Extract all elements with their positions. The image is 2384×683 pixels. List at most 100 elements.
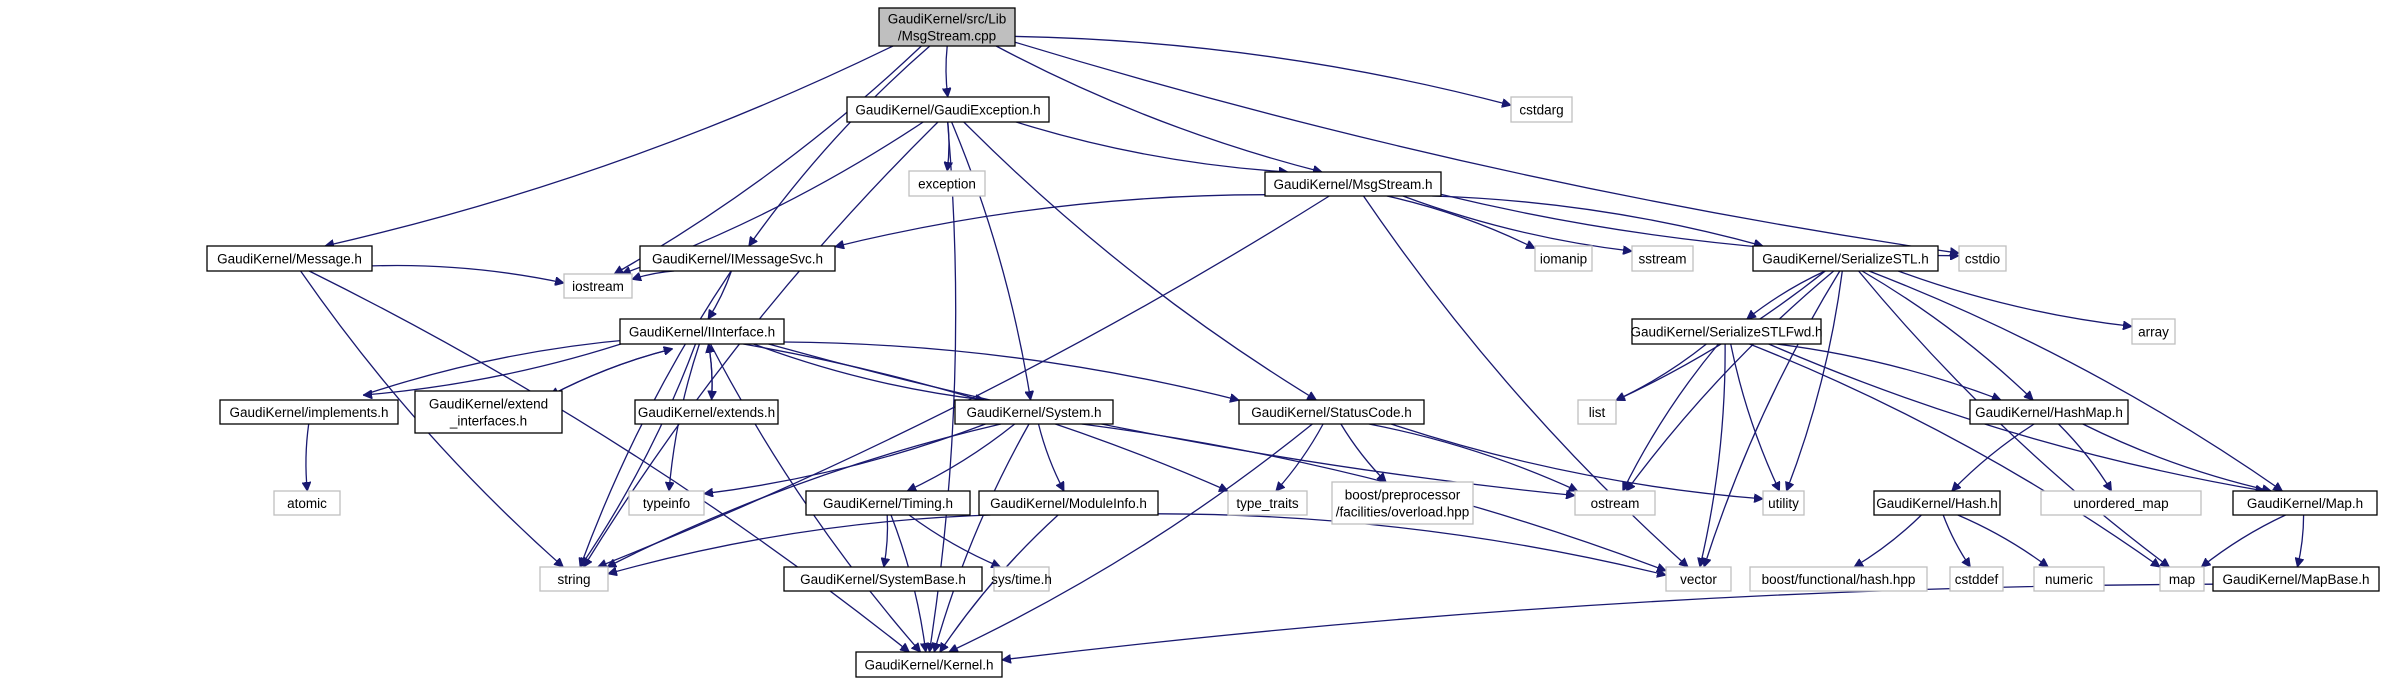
node-hashmap[interactable]: GaudiKernel/HashMap.h	[1969, 399, 2129, 425]
node-list: list	[1577, 399, 1617, 425]
node-type_traits: type_traits	[1227, 490, 1308, 516]
node-serializestl[interactable]: GaudiKernel/SerializeSTL.h	[1752, 245, 1939, 272]
node-label: GaudiKernel/SerializeSTL.h	[1762, 252, 1929, 267]
edge-system-to-kernel	[934, 423, 1030, 652]
node-box[interactable]	[634, 399, 779, 425]
node-box[interactable]	[414, 390, 563, 434]
node-box[interactable]	[219, 399, 399, 425]
node-box[interactable]	[206, 245, 373, 272]
node-kernel[interactable]: GaudiKernel/Kernel.h	[855, 651, 1003, 678]
node-box[interactable]	[878, 7, 1016, 47]
node-label: unordered_map	[2073, 496, 2168, 511]
edge-msgstream_h-to-serializestl	[1432, 195, 1763, 246]
node-box	[2159, 566, 2205, 592]
node-message[interactable]: GaudiKernel/Message.h	[206, 245, 373, 272]
node-box	[2131, 318, 2176, 345]
node-timing[interactable]: GaudiKernel/Timing.h	[805, 490, 971, 516]
node-iostream: iostream	[563, 273, 633, 299]
node-box[interactable]	[954, 399, 1114, 425]
node-box	[628, 490, 705, 516]
node-label: list	[1589, 405, 1606, 420]
node-map_h[interactable]: GaudiKernel/Map.h	[2232, 490, 2378, 516]
node-label: sstream	[1638, 252, 1686, 267]
node-iinterface[interactable]: GaudiKernel/IInterface.h	[619, 318, 785, 345]
node-gaudiexception[interactable]: GaudiKernel/GaudiException.h	[846, 96, 1050, 123]
node-boost_hash: boost/functional/hash.hpp	[1749, 566, 1928, 592]
node-box[interactable]	[1264, 171, 1442, 197]
node-box[interactable]	[1752, 245, 1939, 272]
node-label: iostream	[572, 279, 624, 294]
node-label: typeinfo	[643, 496, 690, 511]
node-box[interactable]	[1873, 490, 2001, 516]
node-box[interactable]	[805, 490, 971, 516]
node-label: cstddef	[1955, 572, 1999, 587]
node-label: GaudiKernel/src/Lib	[888, 12, 1007, 27]
node-label: _interfaces.h	[449, 414, 527, 429]
node-msgstream_h[interactable]: GaudiKernel/MsgStream.h	[1264, 171, 1442, 197]
edge-serializestl-to-serializestlfwd	[1747, 270, 1826, 319]
node-label: map	[2169, 572, 2195, 587]
node-box[interactable]	[2212, 566, 2380, 592]
node-mapbase[interactable]: GaudiKernel/MapBase.h	[2212, 566, 2380, 592]
node-box[interactable]	[619, 318, 785, 345]
node-systembase[interactable]: GaudiKernel/SystemBase.h	[783, 566, 983, 592]
node-box	[563, 273, 633, 299]
node-label: vector	[1680, 572, 1717, 587]
node-label: numeric	[2045, 572, 2093, 587]
node-label: boost/functional/hash.hpp	[1762, 572, 1916, 587]
node-box	[1510, 96, 1573, 123]
node-typeinfo: typeinfo	[628, 490, 705, 516]
edge-iinterface-to-ostream	[768, 343, 1576, 496]
node-label: GaudiKernel/GaudiException.h	[855, 103, 1040, 118]
node-implements[interactable]: GaudiKernel/implements.h	[219, 399, 399, 425]
edge-serializestlfwd-to-map_h	[1768, 343, 2265, 491]
node-hash[interactable]: GaudiKernel/Hash.h	[1873, 490, 2001, 516]
node-extends[interactable]: GaudiKernel/extends.h	[634, 399, 779, 425]
edge-implements-to-iinterface	[362, 339, 636, 396]
node-box[interactable]	[1238, 399, 1425, 425]
edge-hashmap-to-hash	[1952, 423, 2035, 491]
node-ostream: ostream	[1574, 490, 1656, 516]
edge-extends-to-iinterface	[709, 344, 713, 400]
node-imessagesvc[interactable]: GaudiKernel/IMessageSvc.h	[639, 245, 836, 272]
node-serializestlfwd[interactable]: GaudiKernel/SerializeSTLFwd.h	[1630, 318, 1823, 345]
node-extend_interfaces[interactable]: GaudiKernel/extend_interfaces.h	[414, 390, 563, 434]
node-label: /MsgStream.cpp	[898, 29, 996, 44]
edge-gaudiexception-to-statuscode	[963, 121, 1317, 401]
edge-iinterface-to-extend_interfaces	[550, 348, 673, 397]
node-box[interactable]	[1631, 318, 1822, 345]
edge-iinterface-to-string	[580, 343, 697, 567]
node-box[interactable]	[2232, 490, 2378, 516]
edge-mapbase-to-kernel	[1002, 583, 2214, 660]
node-system[interactable]: GaudiKernel/System.h	[954, 399, 1114, 425]
node-label: type_traits	[1236, 496, 1299, 511]
edge-imessagesvc-to-iostream	[632, 270, 675, 279]
node-root[interactable]: GaudiKernel/src/Lib/MsgStream.cpp	[878, 7, 1016, 47]
node-label: GaudiKernel/SystemBase.h	[800, 572, 966, 587]
node-label: utility	[1768, 496, 1799, 511]
node-label: GaudiKernel/SerializeSTLFwd.h	[1630, 325, 1822, 340]
node-box[interactable]	[783, 566, 983, 592]
node-label: boost/preprocessor	[1345, 488, 1461, 503]
node-box	[1577, 399, 1617, 425]
node-statuscode[interactable]: GaudiKernel/StatusCode.h	[1238, 399, 1425, 425]
edge-imessagesvc-to-iinterface	[707, 270, 733, 319]
edge-iinterface-to-implements	[363, 338, 637, 395]
edge-msgstream_h-to-vector	[1362, 195, 1689, 567]
node-box[interactable]	[639, 245, 836, 272]
edge-root-to-gaudiexception	[946, 45, 948, 97]
node-box[interactable]	[978, 490, 1159, 516]
edge-serializestl-to-map_h	[1868, 270, 2282, 491]
node-box[interactable]	[846, 96, 1050, 123]
edge-msgstream_h-to-iomanip	[1386, 195, 1535, 249]
node-box[interactable]	[855, 651, 1003, 678]
edge-hash-to-cstddef	[1942, 514, 1970, 567]
node-iomanip: iomanip	[1534, 245, 1593, 272]
node-moduleinfo[interactable]: GaudiKernel/ModuleInfo.h	[978, 490, 1159, 516]
node-label: ostream	[1591, 496, 1640, 511]
edge-msgstream_h-to-imessagesvc	[835, 194, 1266, 247]
node-box[interactable]	[1969, 399, 2129, 425]
edge-serializestl-to-hashmap	[1861, 270, 2033, 400]
node-label: GaudiKernel/IMessageSvc.h	[652, 252, 823, 267]
edge-statuscode-to-kernel	[949, 423, 1313, 652]
